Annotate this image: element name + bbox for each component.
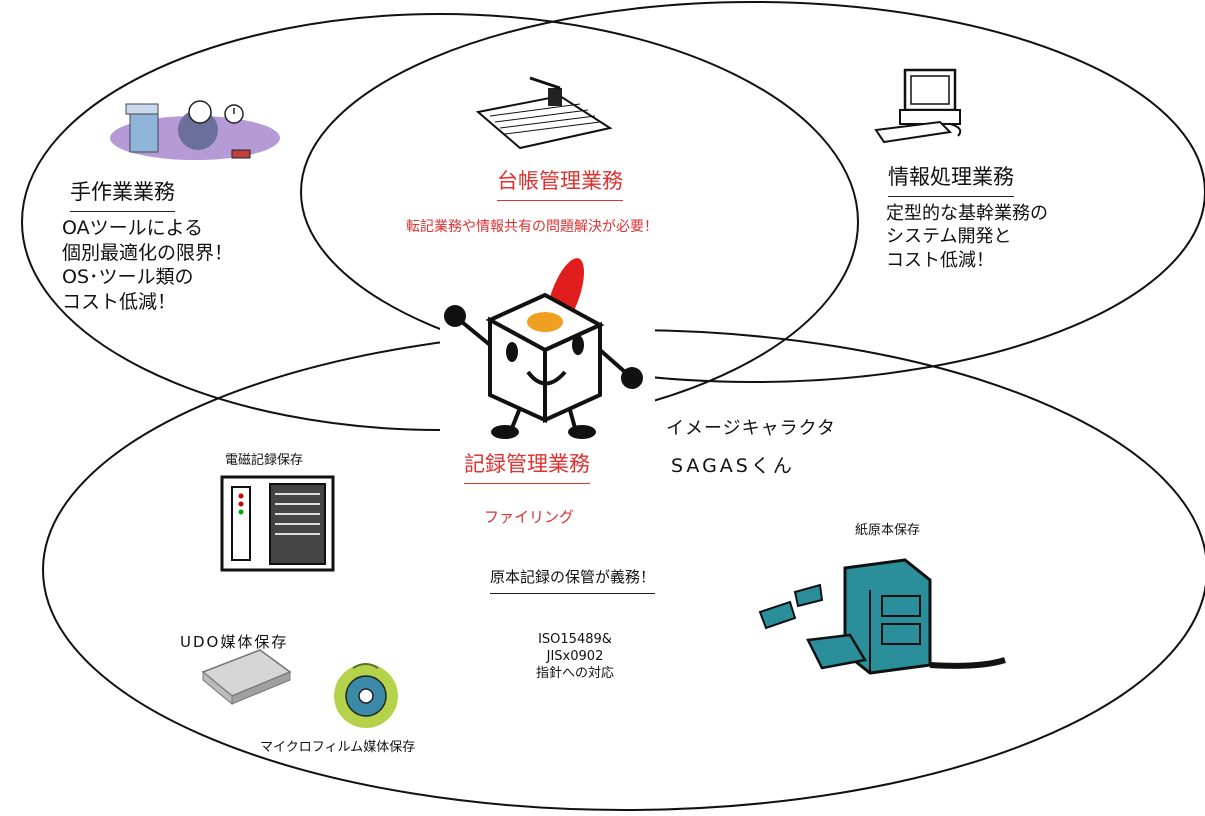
manual-work-line: コスト低減！ [62, 291, 177, 314]
standard-line: 指針への対応 [535, 665, 614, 681]
udo-disk-icon [201, 649, 292, 706]
info-processing-title: 情報処理業務 [888, 164, 1014, 198]
microfilm-storage-label: マイクロフィルム媒体保存 [260, 740, 416, 755]
desk-worker-icon [110, 100, 280, 160]
paper-storage-label: 紙原本保存 [855, 523, 921, 538]
info-processing-line: コスト低減！ [886, 249, 994, 271]
info-processing-line: 定型的な基幹業務の [886, 203, 1048, 224]
udo-storage-label: UDO媒体保存 [180, 633, 289, 651]
info-processing-text: 定型的な基幹業務の システム開発と コスト低減！ [886, 202, 1048, 272]
records-title: 記録管理業務 [464, 451, 590, 485]
filing-cabinet-icon [758, 558, 1006, 675]
records-standard: ISO15489& JISx0902 指針への対応 [530, 632, 620, 683]
computer-icon [874, 68, 962, 144]
info-processing-ellipse [300, 1, 1205, 383]
microfilm-reel-icon [334, 663, 398, 728]
server-rack-icon [220, 475, 335, 572]
ledger-title: 台帳管理業務 [497, 168, 623, 202]
manual-work-line: 個別最適化の限界！ [62, 241, 234, 264]
ledger-book-icon [475, 76, 613, 150]
manual-work-line: OAツールによる [62, 217, 204, 239]
character-name: SAGASくん [671, 455, 795, 477]
manual-work-title: 手作業業務 [70, 179, 175, 213]
character-caption: イメージキャラクタ [666, 418, 836, 439]
manual-work-text: OAツールによる 個別最適化の限界！ OS･ツール類の コスト低減！ [62, 216, 233, 315]
info-processing-line: システム開発と [886, 226, 1012, 248]
standard-line: JISx0902 [546, 648, 604, 664]
records-duty: 原本記録の保管が義務！ [490, 568, 656, 594]
manual-work-line: OS･ツール類の [62, 266, 194, 289]
sagas-character [444, 258, 643, 439]
standard-line: ISO15489& [538, 632, 612, 647]
filing-label: ファイリング [484, 508, 575, 526]
ledger-subtitle: 転記業務や情報共有の問題解決が必要！ [406, 219, 658, 235]
electromagnetic-storage-label: 電磁記録保存 [225, 453, 304, 468]
